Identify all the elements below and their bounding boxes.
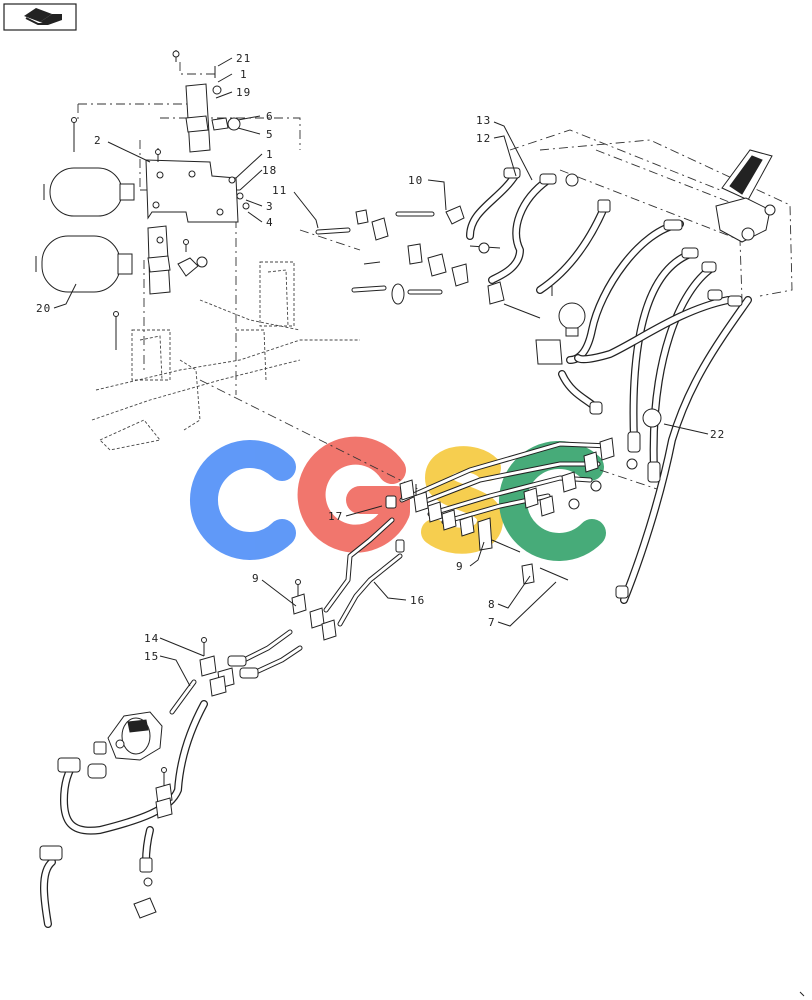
callout-10: 10 [408, 174, 423, 187]
callout-9: 9 [252, 572, 260, 585]
watermark-letter-c1 [190, 440, 296, 560]
callout-1: 1 [266, 148, 274, 161]
tube-bundle [323, 437, 638, 627]
callout-3: 3 [266, 200, 274, 213]
callout-14: 14 [144, 632, 159, 645]
accumulator-assembly [35, 50, 421, 491]
brake-valve-assembly [299, 129, 793, 604]
callout-8: 8 [488, 598, 496, 611]
callout-19: 19 [236, 86, 251, 99]
callout-17: 17 [328, 510, 343, 523]
callouts: 21 1 19 6 5 2 1 18 11 3 4 20 13 12 10 22… [36, 52, 725, 663]
callout-22: 22 [710, 428, 725, 441]
callout-16: 16 [410, 594, 425, 607]
callout-2: 2 [94, 134, 102, 147]
corner-mark [799, 991, 805, 997]
chassis-frame [91, 261, 360, 451]
callout-4: 4 [266, 216, 274, 229]
callout-11: 11 [272, 184, 287, 197]
callout-12: 12 [476, 132, 491, 145]
callout-18: 18 [262, 164, 277, 177]
callout-15: 15 [144, 650, 159, 663]
callout-5: 5 [266, 128, 274, 141]
callout-7: 7 [488, 616, 496, 629]
watermark-letter-s [421, 446, 504, 554]
callout-6: 6 [266, 110, 274, 123]
callout-21: 21 [236, 52, 251, 65]
callout-9: 9 [456, 560, 464, 573]
arrow-book-icon[interactable] [3, 3, 77, 31]
pump-assembly [39, 579, 337, 928]
callout-20: 20 [36, 302, 51, 315]
callout-13: 13 [476, 114, 491, 127]
callout-1: 1 [240, 68, 248, 81]
callout-leaders [53, 57, 709, 687]
